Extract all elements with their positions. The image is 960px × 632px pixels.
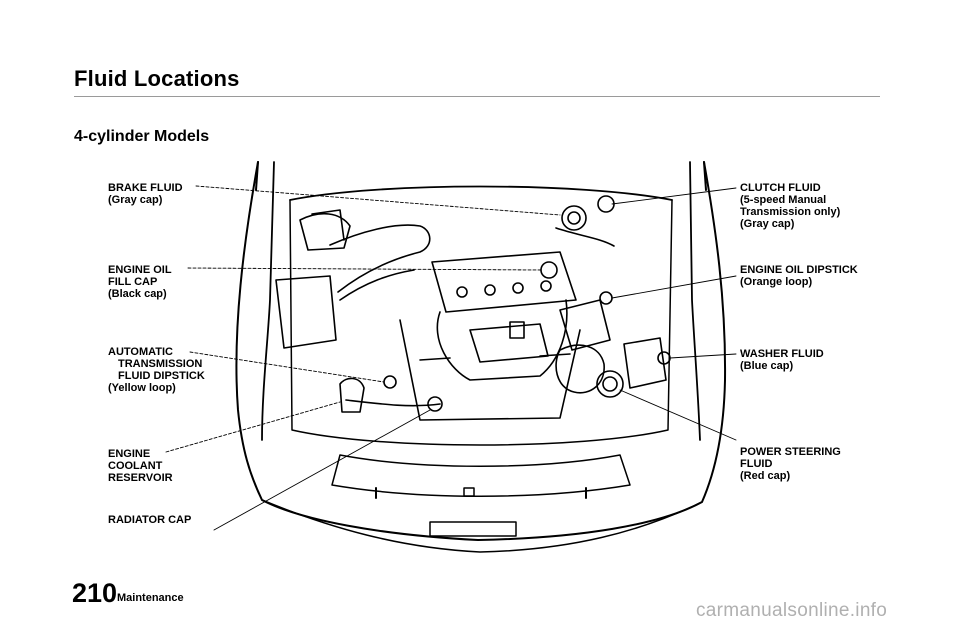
- callout-automatic-transmission-fluid-dipstick: AUTOMATIC TRANSMISSION FLUID DIPSTICK (Y…: [108, 346, 205, 394]
- leader-engine-oil-fill-cap: [187, 267, 543, 271]
- leader-engine-oil-dipstick: [611, 275, 737, 299]
- leader-clutch-fluid: [611, 187, 737, 205]
- watermark: carmanualsonline.info: [696, 600, 888, 621]
- leader-radiator-cap: [213, 409, 431, 531]
- section-subtitle: 4-cylinder Models: [74, 128, 210, 145]
- callout-engine-oil-dipstick: ENGINE OIL DIPSTICK (Orange loop): [740, 264, 858, 288]
- engine-components: [275, 195, 671, 421]
- callout-washer-fluid: WASHER FLUID (Blue cap): [740, 348, 824, 372]
- callout-engine-coolant-reservoir: ENGINE COOLANT RESERVOIR: [108, 448, 173, 484]
- leader-transmission-dipstick: [189, 351, 385, 383]
- callout-radiator-cap: RADIATOR CAP: [108, 514, 192, 526]
- leader-coolant-reservoir: [165, 401, 341, 453]
- section-name: Maintenance: [117, 592, 184, 604]
- leader-brake-fluid: [195, 185, 561, 216]
- leader-lines: [165, 185, 737, 531]
- page-number: 210: [72, 578, 118, 608]
- car-body-outline: [235, 161, 727, 553]
- leader-power-steering: [619, 389, 737, 441]
- callout-power-steering-fluid: POWER STEERING FLUID (Red cap): [740, 446, 841, 482]
- callout-brake-fluid: BRAKE FLUID (Gray cap): [108, 182, 183, 206]
- callout-clutch-fluid: CLUTCH FLUID (5-speed Manual Transmissio…: [740, 182, 841, 230]
- callout-engine-oil-fill-cap: ENGINE OIL FILL CAP (Black cap): [108, 264, 172, 300]
- leader-washer-fluid: [669, 353, 737, 359]
- title-divider: [74, 96, 880, 97]
- page-title: Fluid Locations: [74, 66, 240, 91]
